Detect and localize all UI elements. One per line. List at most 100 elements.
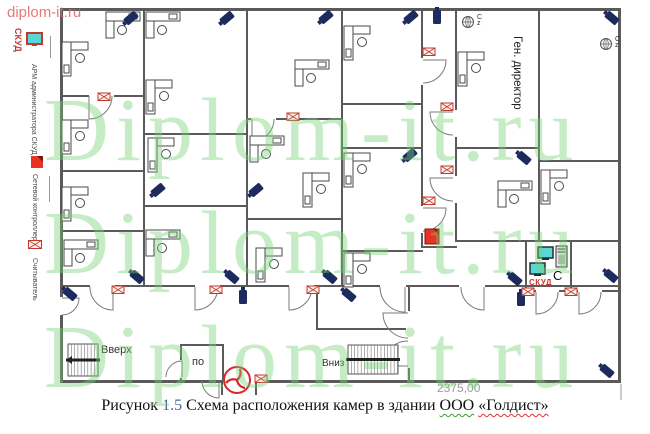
reader-lines: [254, 374, 268, 383]
reader-icon: [564, 287, 578, 296]
wall: [538, 160, 620, 162]
camera-body: [341, 288, 357, 302]
reader-lines: [440, 165, 454, 174]
dimension-label: 2375,00: [437, 381, 481, 395]
monitor-screen: [537, 246, 554, 259]
camera-mount: [247, 192, 252, 198]
desk-return: [154, 79, 173, 89]
desk: [61, 186, 72, 222]
desk-return: [352, 152, 371, 162]
wall: [421, 246, 457, 248]
chair: [75, 131, 85, 141]
desk-return: [156, 137, 175, 147]
camera-mount: [506, 271, 511, 277]
chair: [554, 181, 564, 191]
reader-icon: [422, 47, 436, 56]
caption-number: 1.5: [162, 397, 183, 414]
desk-monitor: [63, 209, 70, 219]
wall: [570, 242, 572, 290]
camera-icon: [401, 148, 418, 163]
desk-return: [70, 186, 89, 196]
wall: [455, 8, 457, 149]
wall: [341, 147, 423, 149]
desk: [145, 79, 156, 115]
camera-body: [150, 183, 166, 197]
reader-icon: [28, 240, 42, 249]
camera-icon: [506, 271, 523, 286]
legend-controller-label: Сетевой контроллер: [31, 174, 38, 241]
chair: [75, 253, 85, 263]
wall: [60, 8, 621, 11]
globe-c: C: [477, 14, 483, 21]
desk: [105, 11, 141, 22]
workstation-desk: [145, 229, 181, 257]
door-gap: [578, 288, 602, 293]
desk-monitor: [345, 275, 352, 285]
stairs-down-label: Вниз: [322, 358, 345, 369]
camera-body: [402, 148, 418, 162]
desk-return: [70, 119, 89, 129]
workstation-desk: [61, 186, 89, 222]
desk-return: [145, 238, 155, 257]
camera-mount: [603, 10, 608, 16]
chair: [269, 259, 279, 269]
camera-mount: [602, 268, 607, 274]
computer-tower-icon: [555, 245, 568, 268]
reader-lines: [209, 285, 223, 294]
globe-c: C: [615, 36, 621, 43]
monitor-stand: [542, 258, 549, 260]
camera-mount: [61, 286, 66, 292]
wall: [316, 328, 410, 330]
workstation-desk: [145, 11, 181, 39]
reader-icon: [97, 92, 111, 101]
figure-caption: Рисунок 1.5 Схема расположения камер в з…: [0, 397, 650, 415]
camera-icon: [122, 11, 139, 26]
chair: [261, 149, 271, 159]
camera-mount: [122, 20, 127, 26]
workstation-desk: [343, 252, 371, 288]
chair: [509, 194, 519, 204]
camera-body: [129, 270, 145, 284]
camera-body: [403, 10, 419, 24]
desk-monitor: [345, 48, 352, 58]
camera-body: [318, 10, 334, 24]
reader-icon: [306, 285, 320, 294]
workstation-desk: [61, 119, 89, 155]
camera-mount: [402, 19, 407, 25]
workstation-desk: [255, 247, 283, 283]
wall: [180, 344, 224, 346]
camera-icon: [602, 268, 619, 283]
desk: [497, 180, 533, 191]
desk: [294, 59, 330, 70]
camera-icon: [402, 10, 419, 25]
legend-tick: [50, 36, 51, 58]
door-arc: [165, 360, 183, 378]
reader-icon: [440, 165, 454, 174]
camera-icon: [239, 287, 247, 304]
room-label-general-director: Ген. директор: [511, 36, 523, 110]
desk: [63, 239, 99, 250]
door-arc: [535, 291, 559, 315]
stairs-arrow-icon: [66, 356, 72, 364]
door-arc: [422, 207, 447, 232]
network-controller-icon: [424, 228, 440, 245]
desk-return: [352, 252, 371, 262]
desk-monitor: [317, 61, 327, 68]
wall: [143, 8, 145, 287]
wall: [246, 218, 343, 220]
wall: [60, 285, 621, 287]
legend-skud-label: СКУД: [13, 28, 23, 52]
workstation-desk: [457, 51, 485, 87]
desk: [343, 152, 354, 188]
monitor-stand: [534, 274, 541, 276]
workstation-desk: [147, 137, 175, 173]
chair: [471, 63, 481, 73]
camera-mount: [149, 192, 154, 198]
reader-icon: [440, 102, 454, 111]
camera-body: [599, 364, 615, 378]
camera-body: [516, 151, 532, 165]
computer-label: C: [553, 268, 563, 283]
workstation-desk: [497, 180, 533, 208]
caption-prefix: Рисунок: [101, 397, 163, 414]
door-arc: [61, 297, 80, 316]
